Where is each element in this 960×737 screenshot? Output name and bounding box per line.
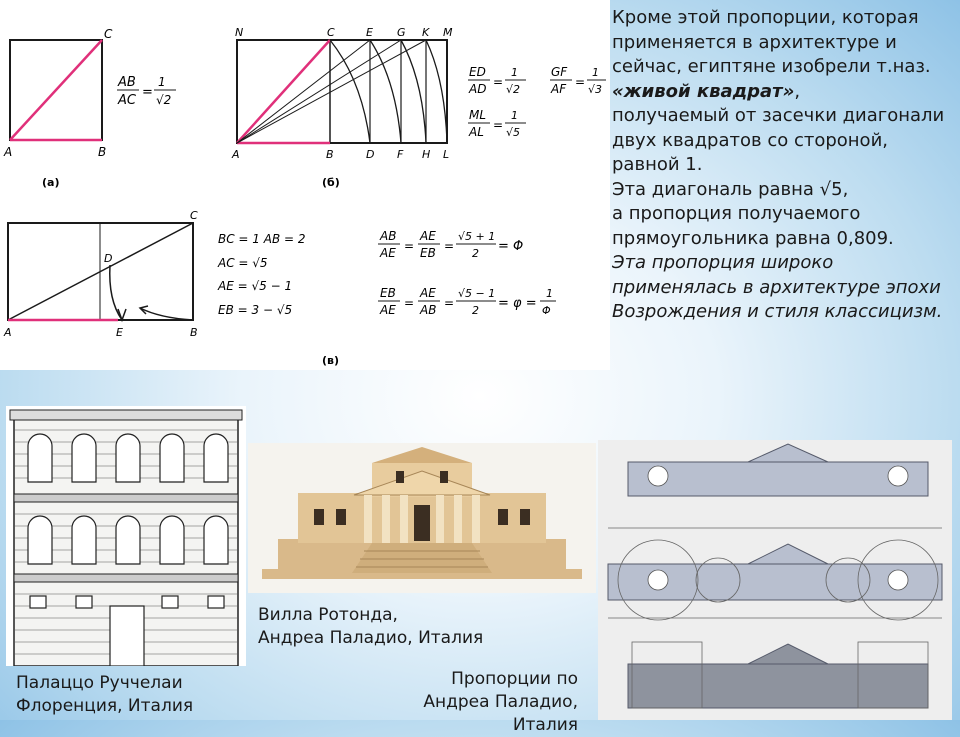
formula-a-rhs-num: 1 [158, 75, 166, 89]
phi1-result: = Φ [498, 239, 523, 254]
phi2-right-den: 2 [472, 304, 479, 317]
figure-a: C A B AB AC = 1 √2 (а) [3, 27, 176, 189]
eq2: AC = √5 [217, 256, 268, 270]
caption-rucellai: Палаццо Руччелаи Флоренция, Италия [16, 672, 193, 718]
intro-text: Кроме этой пропорции, которая применяетс… [612, 7, 931, 77]
label-b-b: B [326, 148, 334, 161]
caption-proportions-line1: Пропорции по [451, 669, 578, 689]
f1-rhs-den: √2 [506, 83, 520, 96]
caption-rotonda: Вилла Ротонда, Андреа Паладио, Италия [258, 604, 483, 650]
f1-rhs-num: 1 [511, 66, 518, 79]
geometry-figures-svg: C A B AB AC = 1 √2 (а) [3, 26, 606, 367]
label-a: A [3, 145, 12, 159]
label-f: F [397, 148, 404, 161]
svg-text:=: = [493, 75, 503, 89]
formula-a-den: AC [117, 93, 137, 108]
eq1: BC = 1 AB = 2 [218, 232, 306, 246]
phi2-frac-num: 1 [546, 287, 553, 300]
f3-rhs-den: √5 [506, 126, 520, 139]
svg-text:=: = [404, 239, 414, 253]
label-k: K [422, 26, 430, 39]
intro-tail: , [794, 80, 801, 102]
label-c-b: C [327, 26, 335, 39]
phi2-left-den: AE [379, 303, 396, 317]
label-a-v: A [3, 326, 12, 339]
svg-text:=: = [142, 85, 153, 100]
label-g: G [397, 26, 406, 39]
paragraph-method: получаемый от засечки диагонали двух ква… [612, 105, 945, 175]
f2-den: AF [550, 82, 567, 96]
label-m: M [443, 26, 453, 39]
phi1-left-den: AE [379, 246, 396, 260]
formula-a-rhs-den: √2 [156, 93, 171, 107]
phi2-right-num: √5 − 1 [458, 287, 495, 300]
phi2-frac-den: Φ [542, 304, 551, 317]
label-n: N [235, 26, 243, 39]
eq3: AE = √5 − 1 [217, 279, 292, 293]
phi1-mid-den: EB [420, 246, 436, 260]
palazzo-rucellai-image [6, 406, 246, 667]
paragraph-diagonal: Эта диагональ равна √5, [612, 178, 849, 200]
rucellai-facade-svg [9, 409, 243, 667]
label-b-v: B [190, 326, 198, 339]
villa-rotonda-svg [248, 443, 596, 593]
palladio-proportions-image [598, 440, 952, 720]
figure-b-tag: (б) [322, 176, 340, 189]
phi2-result: = φ = [498, 296, 537, 311]
svg-text:=: = [444, 296, 454, 310]
label-d-v: D [104, 252, 112, 265]
paragraph-ratio: а пропорция получаемого прямоугольника р… [612, 203, 894, 249]
caption-rotonda-line2: Андреа Паладио, Италия [258, 628, 484, 648]
label-c-v: C [190, 209, 198, 222]
phi2-mid-num: AE [419, 286, 436, 300]
living-square-term: «живой квадрат» [612, 80, 795, 102]
label-e: E [366, 26, 373, 39]
f3-den: AL [468, 125, 484, 139]
svg-text:=: = [404, 296, 414, 310]
geometry-figures-panel: C A B AB AC = 1 √2 (а) [0, 0, 610, 370]
diagonal-ac [9, 39, 103, 141]
caption-rucellai-line1: Палаццо Руччелаи [16, 673, 183, 693]
figure-v: C D A E B BC = 1 AB = 2 AC = √5 AE = √5 … [3, 209, 556, 367]
f1-num: ED [469, 65, 486, 79]
f3-num: ML [469, 108, 486, 122]
f2-num: GF [551, 65, 568, 79]
figure-v-tag: (в) [322, 354, 339, 367]
f2-rhs-den: √3 [588, 83, 602, 96]
paragraph-usage: Эта пропорция широко применялась в архит… [612, 252, 943, 322]
caption-rucellai-line2: Флоренция, Италия [16, 696, 194, 716]
caption-rotonda-line1: Вилла Ротонда, [258, 605, 398, 625]
paragraph-intro: Кроме этой пропорции, которая применяетс… [612, 6, 952, 104]
formula-a-num: AB [117, 75, 136, 90]
label-h: H [422, 148, 430, 161]
description-text: Кроме этой пропорции, которая применяетс… [612, 6, 952, 325]
phi1-right-num: √5 + 1 [458, 230, 495, 243]
caption-proportions-line2: Андреа Паладио, Италия [423, 692, 578, 735]
eq4: EB = 3 − √5 [218, 303, 292, 317]
label-d: D [366, 148, 374, 161]
phi1-left-num: AB [379, 229, 396, 243]
phi2-mid-den: AB [419, 303, 436, 317]
f3-rhs-num: 1 [511, 109, 518, 122]
palladio-proportions-svg [598, 440, 952, 720]
phi2-left-num: EB [380, 286, 396, 300]
svg-text:=: = [444, 239, 454, 253]
figure-a-tag: (а) [42, 176, 59, 189]
svg-text:=: = [493, 118, 503, 132]
phi1-mid-num: AE [419, 229, 436, 243]
f2-rhs-num: 1 [592, 66, 599, 79]
label-e-v: E [116, 326, 123, 339]
label-c: C [104, 27, 113, 41]
f1-den: AD [468, 82, 486, 96]
label-l: L [443, 148, 449, 161]
phi1-right-den: 2 [472, 247, 479, 260]
caption-proportions: Пропорции по Андреа Паладио, Италия [362, 668, 578, 737]
label-a-b: A [231, 148, 240, 161]
figure-b: N C E G K M A B D F H L ED AD = 1 √2 GF … [231, 26, 606, 189]
svg-text:=: = [575, 75, 585, 89]
label-b: B [98, 145, 106, 159]
villa-rotonda-image [248, 443, 596, 593]
